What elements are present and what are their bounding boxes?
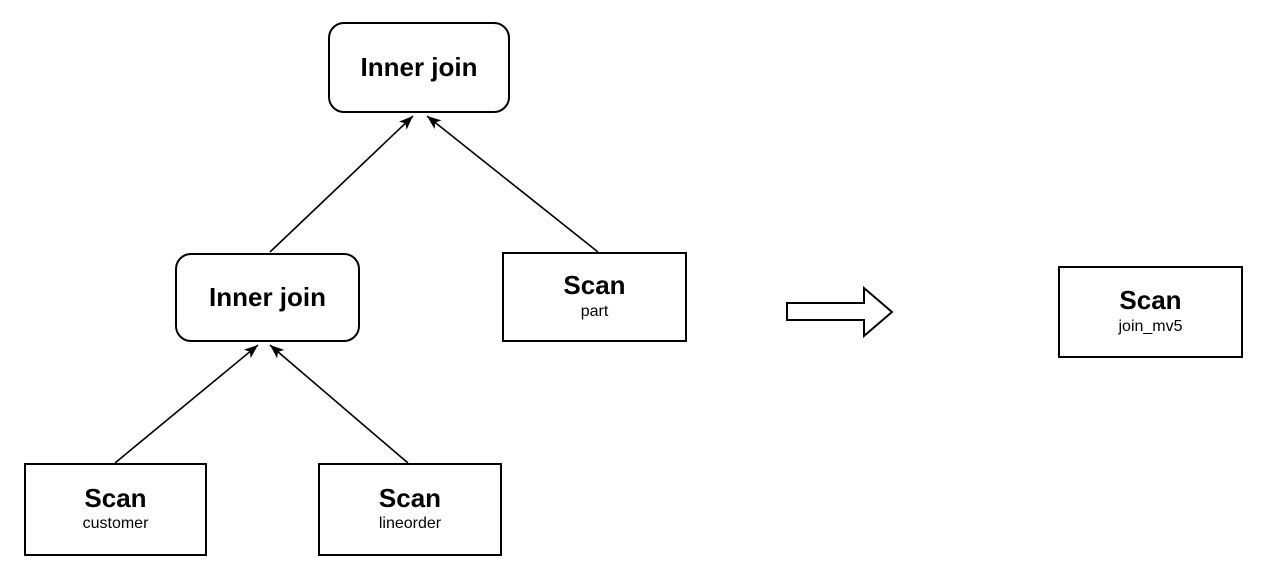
- node-scan-lineorder: Scan lineorder: [318, 463, 502, 556]
- node-inner-join-root: Inner join: [328, 22, 510, 113]
- edge-scanpart-to-rootjoin: [426, 115, 599, 253]
- node-scan-join-mv5: Scan join_mv5: [1058, 266, 1243, 358]
- node-title: Scan: [563, 270, 626, 301]
- node-label: Inner join: [360, 52, 478, 83]
- node-scan-part: Scan part: [502, 252, 687, 342]
- node-title: Scan: [84, 482, 147, 513]
- node-subtitle: customer: [82, 515, 149, 533]
- node-title: Scan: [378, 482, 442, 513]
- edge-scanlineorder-to-leftjoin: [269, 344, 409, 464]
- edge-leftjoin-to-rootjoin: [269, 115, 414, 253]
- node-inner-join-left: Inner join: [175, 253, 360, 342]
- node-title: Scan: [1119, 285, 1182, 316]
- node-label: Inner join: [209, 282, 326, 313]
- node-subtitle: join_mv5: [1118, 317, 1183, 335]
- edge-scancustomer-to-leftjoin: [114, 344, 259, 464]
- node-scan-customer: Scan customer: [24, 463, 207, 556]
- node-subtitle: part: [580, 302, 609, 320]
- transform-arrow-icon: [786, 285, 894, 339]
- node-subtitle: lineorder: [378, 515, 442, 533]
